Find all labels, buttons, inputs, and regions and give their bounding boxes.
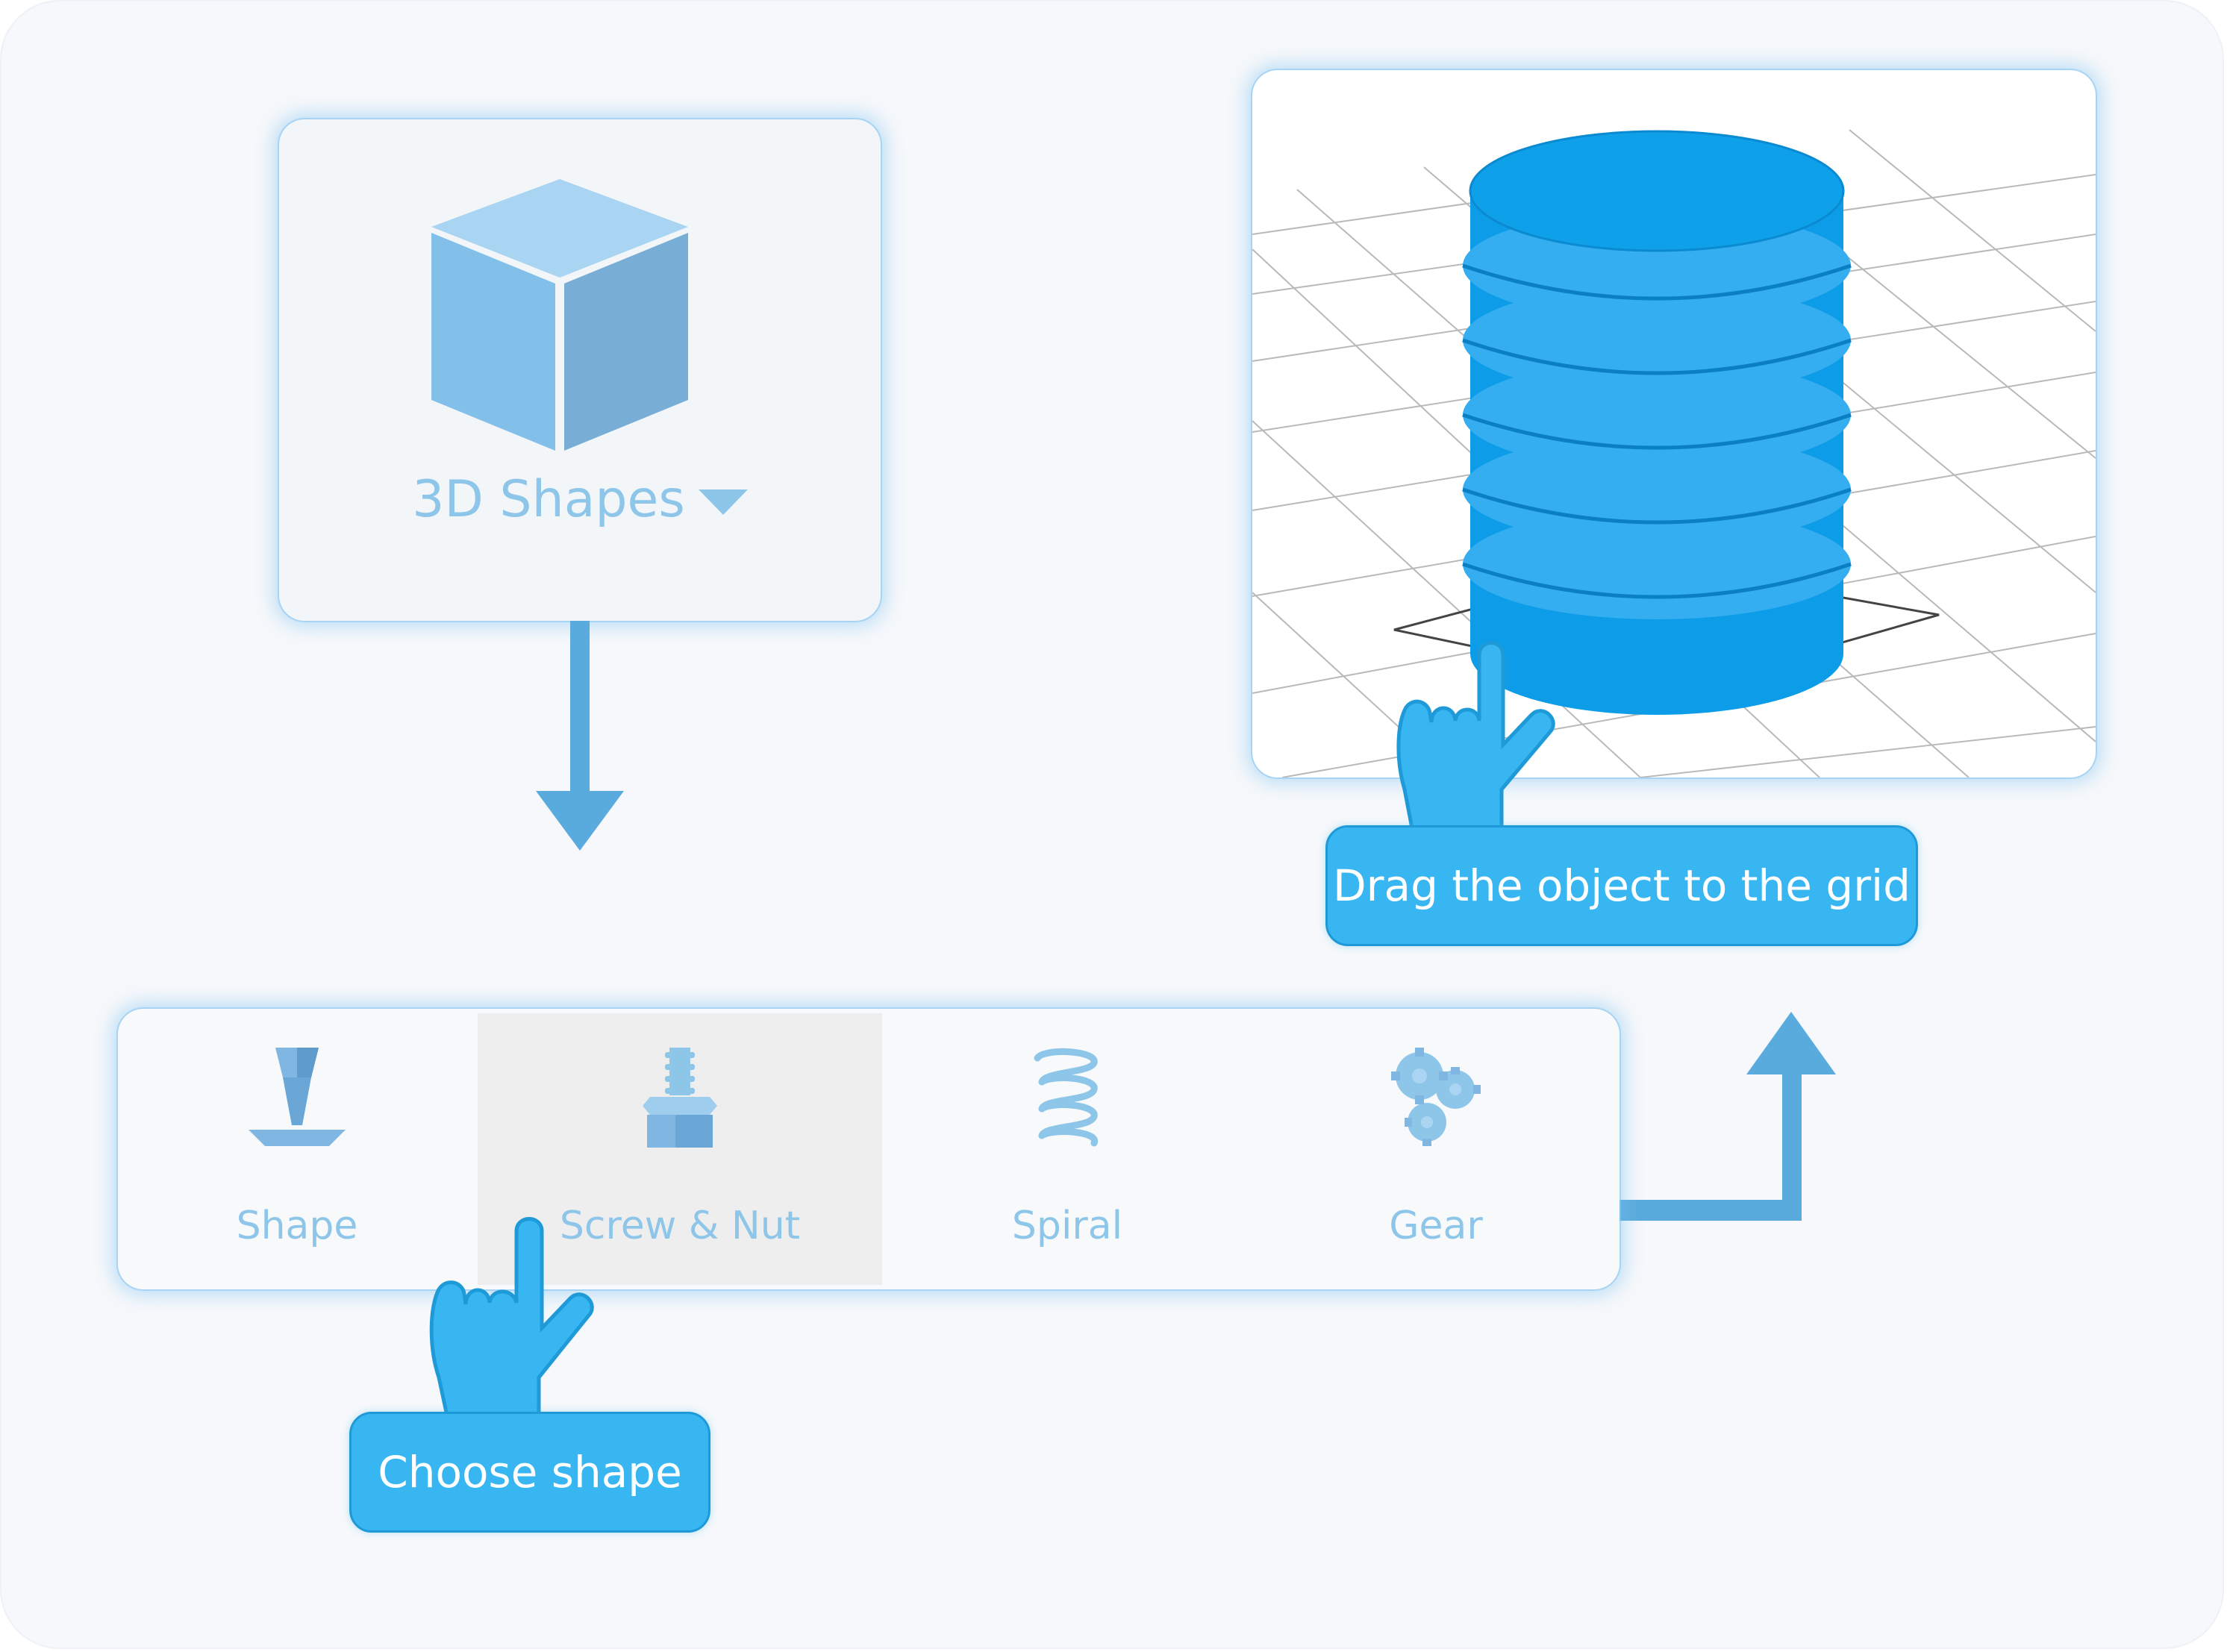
shape-icon xyxy=(249,1048,346,1146)
tool-screw-nut[interactable]: Screw & Nut xyxy=(478,1013,882,1285)
pointing-hand-icon xyxy=(1396,641,1555,830)
preview-viewport[interactable] xyxy=(1252,70,2096,777)
tool-gear-label: Gear xyxy=(1389,1204,1483,1248)
tool-spiral-label: Spiral xyxy=(1011,1204,1123,1248)
tool-gear[interactable]: Gear xyxy=(1252,1013,1620,1285)
arrow-up-icon xyxy=(1620,1012,1836,1221)
shape-toolbar: Shape Screw & Nut xyxy=(118,1009,1620,1289)
gear-icon xyxy=(1391,1048,1481,1146)
drag-callout: Drag the object to the grid xyxy=(1325,825,1918,946)
spiral-icon xyxy=(1034,1048,1098,1147)
choose-shape-callout: Choose shape xyxy=(349,1412,710,1533)
tool-screw-nut-label: Screw & Nut xyxy=(559,1204,801,1248)
cube-icon xyxy=(431,179,688,451)
3d-shapes-label: 3D Shapes xyxy=(412,470,685,529)
pointing-hand-icon xyxy=(429,1217,594,1421)
arrow-down-icon xyxy=(536,621,624,851)
3d-shapes-menu-button[interactable]: 3D Shapes xyxy=(279,119,881,621)
screw-nut-icon xyxy=(643,1048,717,1148)
tool-shape[interactable]: Shape xyxy=(118,1013,476,1285)
grid-preview xyxy=(1252,129,2096,777)
caret-down-icon xyxy=(698,489,748,515)
tool-spiral[interactable]: Spiral xyxy=(882,1013,1252,1285)
drag-callout-label: Drag the object to the grid xyxy=(1333,860,1911,911)
tool-shape-label: Shape xyxy=(236,1204,358,1248)
choose-shape-callout-label: Choose shape xyxy=(378,1447,682,1498)
